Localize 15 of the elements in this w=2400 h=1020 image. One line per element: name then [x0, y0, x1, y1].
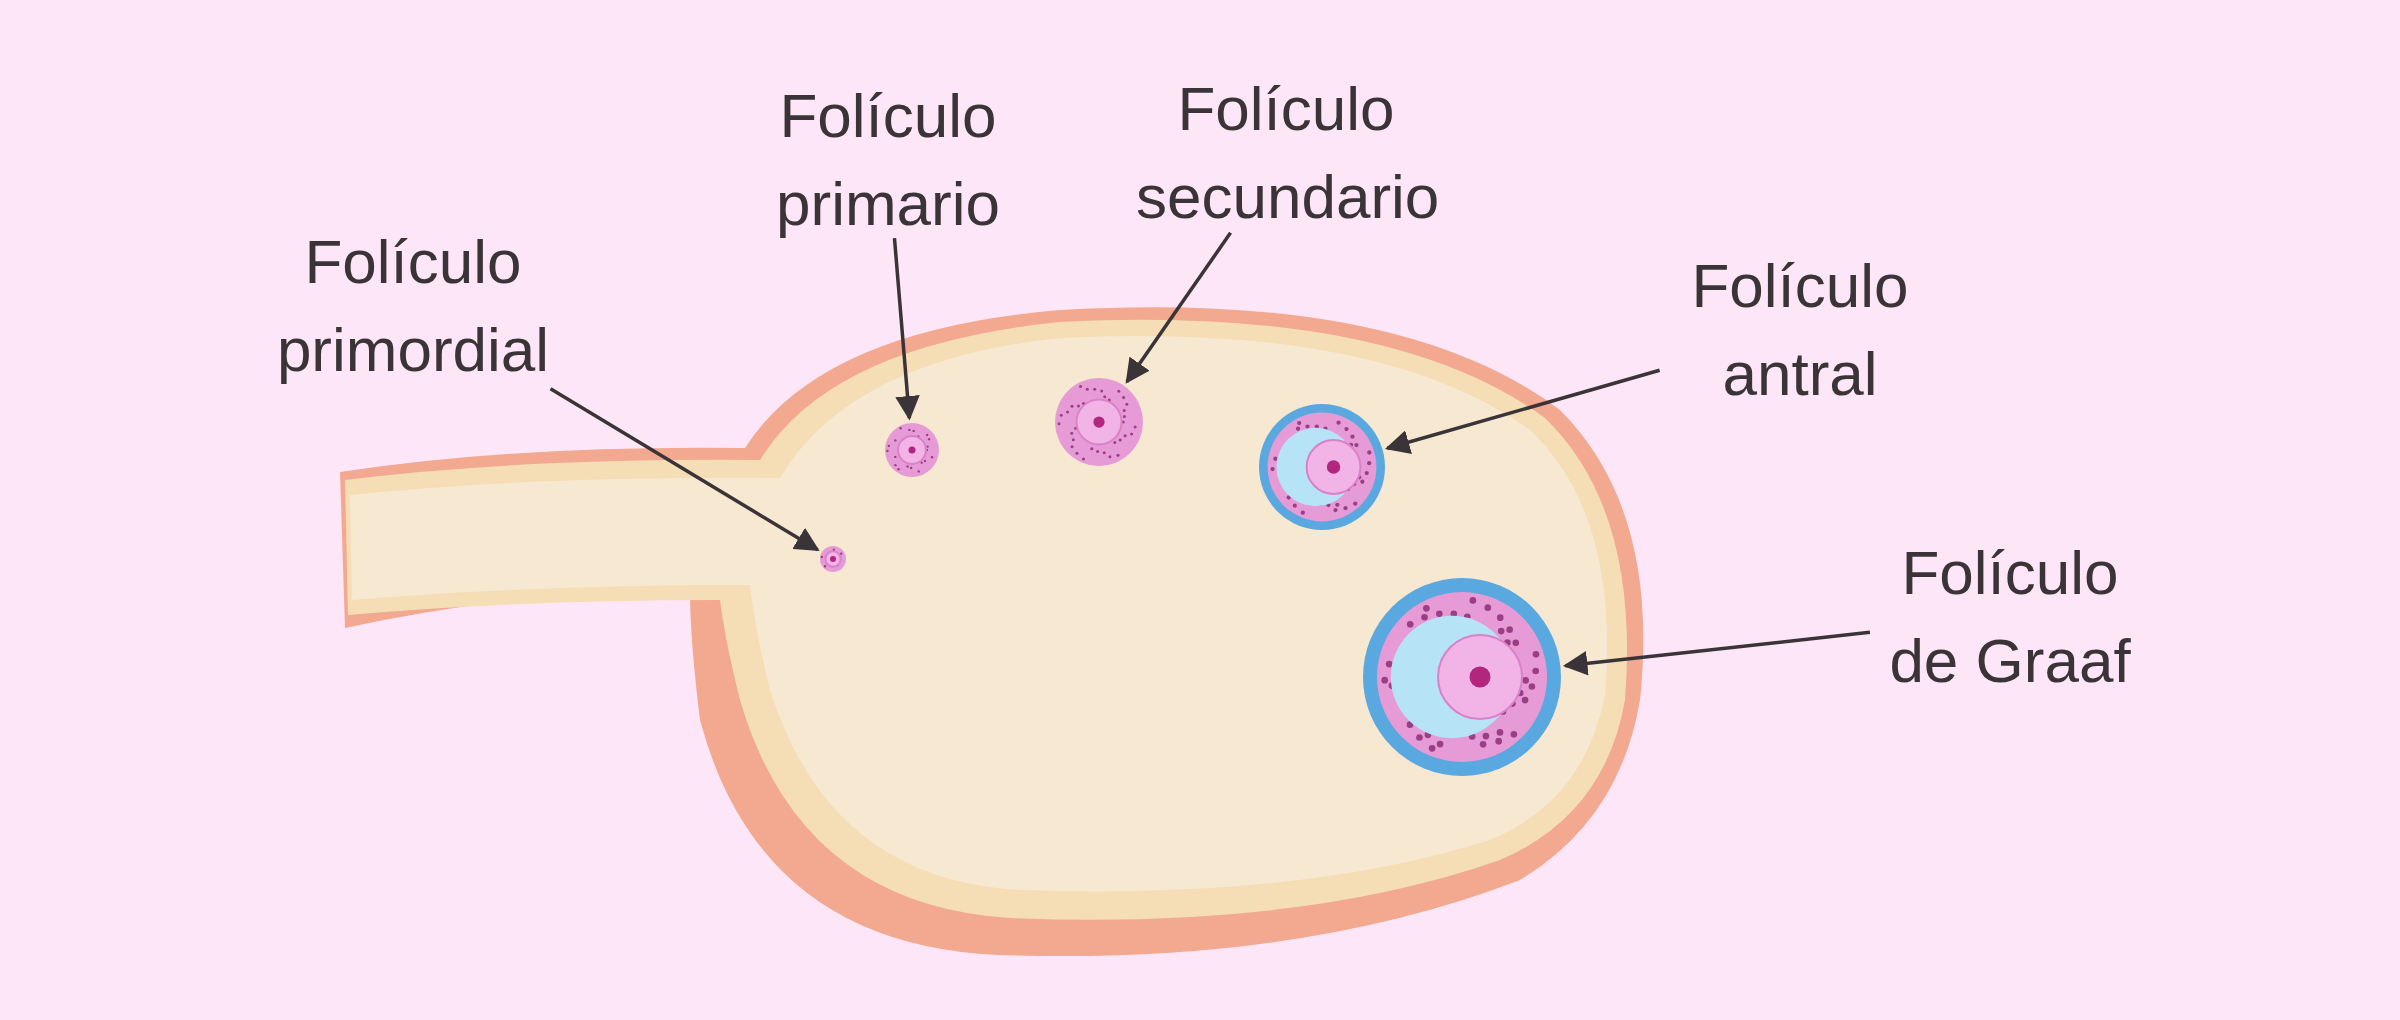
- leader-line: [1562, 630, 1871, 676]
- leader-line: [549, 387, 820, 552]
- label-text: Folículo secundario: [1136, 65, 1436, 241]
- follicle-drawing: [1258, 403, 1386, 531]
- label-text: Folículo primordial: [263, 218, 563, 394]
- leader-line: [1125, 231, 1232, 384]
- follicle-drawing: [884, 422, 940, 478]
- label-text: Folículo antral: [1650, 242, 1950, 418]
- label-text: Folículo de Graaf: [1860, 529, 2160, 705]
- leader-line: [1385, 368, 1661, 454]
- follicle-drawing: [1054, 377, 1144, 467]
- leader-line: [892, 237, 920, 421]
- follicle-drawing: [1362, 577, 1562, 777]
- follicle-drawing: [819, 545, 847, 573]
- label-text: Folículo primario: [738, 72, 1038, 248]
